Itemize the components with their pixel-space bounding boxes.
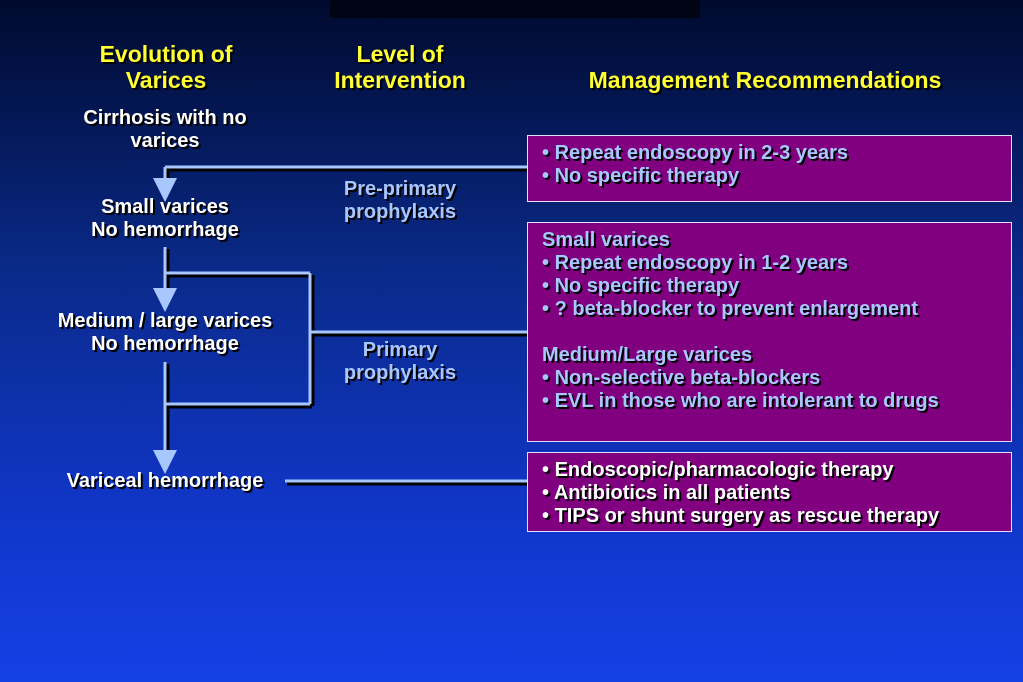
stage-medium: Medium / large varices No hemorrhage (57, 310, 273, 355)
list-item: • Non-selective beta-blockers (542, 367, 821, 389)
level-primary: Primary prophylaxis (343, 339, 457, 384)
list-item: • EVL in those who are intolerant to dru… (542, 390, 939, 412)
recommendation-box-hemorrhage: • Endoscopic/pharmacologic therapy • Ant… (527, 452, 1012, 532)
header-management: Management Recommendations (588, 67, 942, 93)
recommendation-box-primary: Small varices • Repeat endoscopy in 1-2 … (527, 222, 1012, 442)
top-bar (330, 0, 700, 18)
box-heading-large: Medium/Large varices (542, 344, 753, 366)
list-item: • ? beta-blocker to prevent enlargement (542, 298, 918, 320)
list-item: • No specific therapy (542, 275, 740, 297)
level-pre-primary: Pre-primary prophylaxis (343, 178, 457, 223)
box-heading-small: Small varices (542, 229, 670, 251)
stage-hemorrhage: Variceal hemorrhage (66, 470, 264, 492)
list-item: • Repeat endoscopy in 1-2 years (542, 252, 849, 274)
list-item: • No specific therapy (542, 165, 740, 187)
list-item: • Repeat endoscopy in 2-3 years (542, 142, 849, 164)
stage-small: Small varices No hemorrhage (91, 196, 239, 241)
list-item: • Endoscopic/pharmacologic therapy (542, 459, 894, 481)
header-level: Level of Intervention (334, 41, 466, 93)
recommendation-box-pre-primary: • Repeat endoscopy in 2-3 years • No spe… (527, 135, 1012, 202)
list-item: • Antibiotics in all patients (542, 482, 791, 504)
list-item: • TIPS or shunt surgery as rescue therap… (542, 505, 940, 527)
stage-cirrhosis: Cirrhosis with no varices (83, 107, 247, 152)
header-evolution: Evolution of Varices (99, 41, 233, 93)
